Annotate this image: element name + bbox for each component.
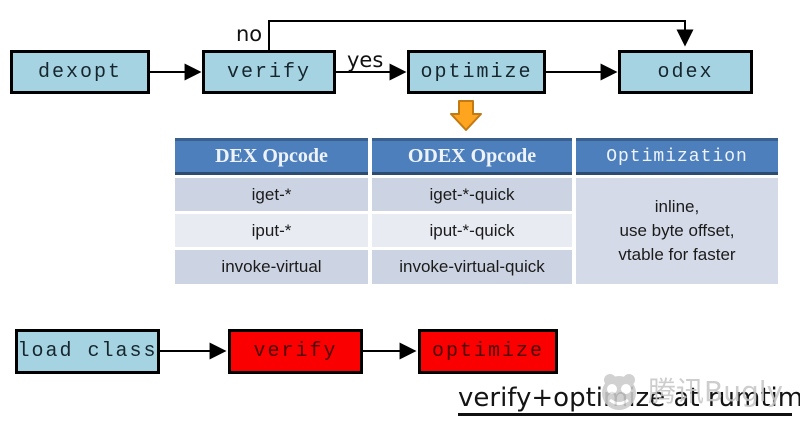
table-cell-dex-iput: iput-* xyxy=(175,214,368,247)
node-verify-runtime: verify xyxy=(228,329,363,374)
node-optimize: optimize xyxy=(407,50,546,94)
optimization-line-2: use byte offset, xyxy=(619,220,735,240)
table-cell-dex-iget: iget-* xyxy=(175,178,368,211)
branch-label-no: no xyxy=(236,22,263,46)
bugly-panda-icon xyxy=(602,374,636,410)
table-header-odex-opcode: ODEX Opcode xyxy=(372,138,572,175)
node-load-class: load class xyxy=(15,329,160,374)
table-cell-optimization: inline, use byte offset, vtable for fast… xyxy=(576,178,778,284)
opcode-table: DEX Opcode ODEX Opcode Optimization iget… xyxy=(175,138,778,284)
optimization-line-1: inline, xyxy=(654,196,700,216)
watermark-text: 腾讯Bugly xyxy=(648,375,784,408)
table-cell-odex-iput-quick: iput-*-quick xyxy=(372,214,572,247)
table-cell-dex-invoke-virtual: invoke-virtual xyxy=(175,250,368,284)
table-header-dex-opcode: DEX Opcode xyxy=(175,138,368,175)
node-odex: odex xyxy=(618,50,753,94)
arrow-no-branch xyxy=(268,20,694,50)
node-verify: verify xyxy=(202,50,336,94)
node-optimize-runtime: optimize xyxy=(418,329,558,374)
watermark: 腾讯Bugly xyxy=(596,366,783,414)
orange-down-arrow-icon xyxy=(450,100,482,131)
table-cell-odex-iget-quick: iget-*-quick xyxy=(372,178,572,211)
table-cell-odex-invoke-virtual-quick: invoke-virtual-quick xyxy=(372,250,572,284)
caption-underline xyxy=(458,413,792,416)
optimization-line-3: vtable for faster xyxy=(618,245,736,265)
branch-label-yes: yes xyxy=(347,48,384,72)
node-dexopt: dexopt xyxy=(10,50,150,94)
table-header-optimization: Optimization xyxy=(576,138,778,175)
